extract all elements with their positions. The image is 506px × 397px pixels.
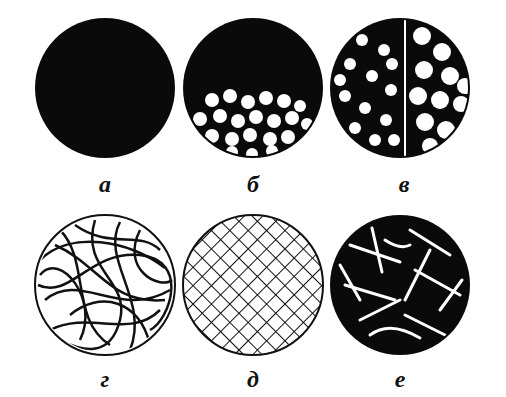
two-phase-dots bbox=[334, 15, 473, 160]
divided-circle bbox=[330, 18, 470, 158]
variant-letter: б bbox=[247, 172, 259, 196]
solid-circle bbox=[35, 18, 175, 158]
white-dots bbox=[193, 89, 313, 160]
network-circle bbox=[183, 215, 323, 355]
white-needles bbox=[340, 228, 462, 338]
variant-letter: д bbox=[247, 367, 259, 391]
tangled-fibers bbox=[38, 220, 172, 350]
variant-letter: в bbox=[399, 172, 410, 196]
variant-letter: а bbox=[99, 172, 111, 196]
fibrous-circle bbox=[35, 215, 175, 355]
variant-letter: г bbox=[101, 367, 110, 391]
variant-letter: е bbox=[395, 367, 406, 391]
dotted-circle bbox=[183, 18, 323, 158]
needle-circle bbox=[330, 215, 470, 355]
